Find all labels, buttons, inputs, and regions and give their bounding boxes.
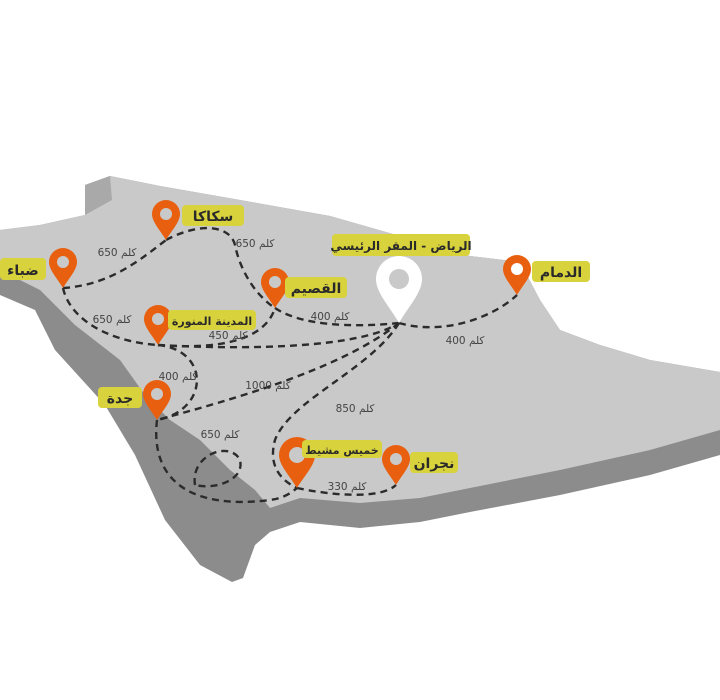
distance-khamis-najran: 330 كلم — [328, 481, 367, 493]
distance-qassim-riyadh: 400 كلم — [311, 311, 350, 323]
label-qassim: القصيم — [291, 281, 342, 297]
distance-duba-sakaka: 650 كلم — [98, 247, 137, 259]
label-sakaka: سكاكا — [193, 209, 234, 225]
city-labels: سكاكا ضباء القصيم المدينة المنورة الرياض… — [0, 205, 590, 473]
route-riyadh-khamis — [271, 322, 401, 490]
route-madinah-qassim — [157, 307, 277, 348]
route-riyadh-jeddah — [156, 322, 400, 422]
route-duba-madinah — [61, 287, 159, 347]
distance-duba-madinah: 650 كلم — [93, 314, 132, 326]
distance-riyadh-jeddah: 1000 كلم — [245, 380, 291, 392]
route-jeddah-loop — [193, 449, 242, 488]
route-jeddah-khamis — [155, 419, 298, 504]
pin-dammam[interactable] — [503, 255, 531, 295]
distance-madinah-qassim: 450 كلم — [209, 330, 248, 342]
label-jeddah: جدة — [107, 391, 133, 407]
distance-madinah-jeddah: 400 كلم — [159, 371, 198, 383]
label-duba: ضباء — [7, 263, 39, 279]
label-madinah: المدينة المنورة — [172, 315, 252, 328]
pin-sakaka[interactable] — [152, 200, 180, 240]
land-shadow-northwest — [85, 176, 112, 215]
pin-najran[interactable] — [382, 445, 410, 485]
label-khamis: خميس مشيط — [305, 444, 378, 457]
label-riyadh: الرياض - المقر الرئيسي — [330, 239, 471, 253]
route-riyadh-dammam — [398, 294, 518, 329]
pin-qassim[interactable] — [261, 268, 289, 308]
pin-riyadh-main[interactable] — [376, 256, 422, 323]
distance-labels: 650 كلم 650 كلم 650 كلم 400 كلم 400 كلم … — [93, 238, 485, 493]
route-qassim-riyadh — [274, 307, 400, 327]
route-sakaka-qassim — [165, 227, 276, 310]
pin-duba[interactable] — [49, 248, 77, 288]
distance-riyadh-khamis: 850 كلم — [336, 403, 375, 415]
distance-sakaka-qassim: 650 كلم — [236, 238, 275, 250]
distance-jeddah-loop: 650 كلم — [201, 429, 240, 441]
pin-jeddah[interactable] — [143, 380, 171, 420]
land-top — [0, 176, 720, 508]
pin-madinah[interactable] — [144, 305, 172, 345]
pins — [49, 200, 531, 488]
routes — [61, 227, 518, 504]
label-dammam: الدمام — [540, 265, 582, 281]
distance-riyadh-dammam: 400 كلم — [446, 335, 485, 347]
route-duba-sakaka — [62, 239, 167, 290]
label-najran: نجران — [414, 456, 455, 472]
